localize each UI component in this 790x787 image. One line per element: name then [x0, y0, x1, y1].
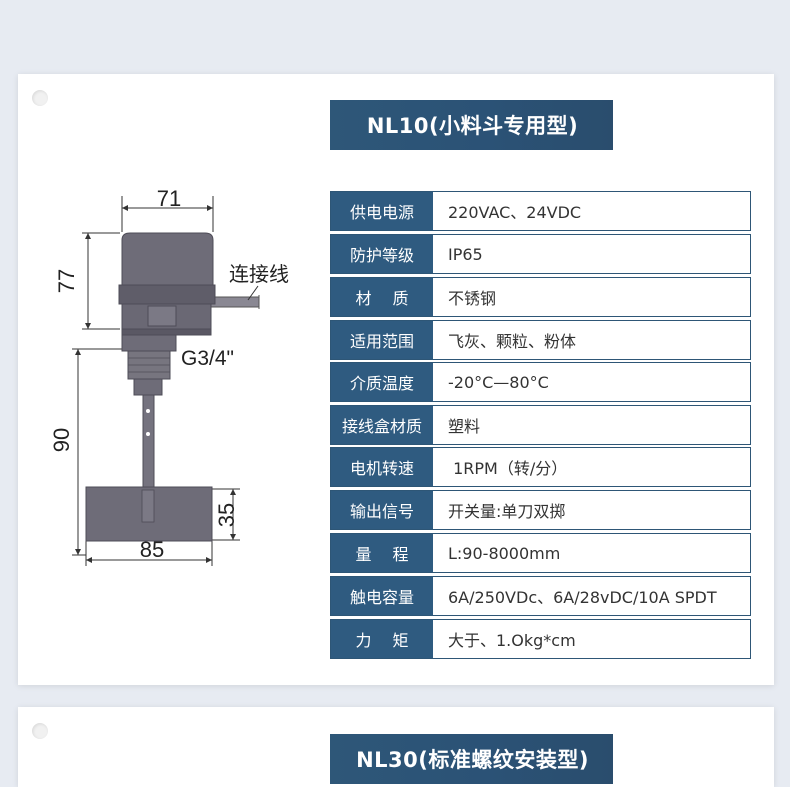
- spec-value: 开关量:单刀双掷: [448, 502, 566, 521]
- dim-shaft: 90: [49, 428, 74, 452]
- dim-paddle-height: 35: [214, 503, 239, 527]
- spec-label: 介质温度: [331, 363, 433, 401]
- spec-value: 大于、1.Okg*cm: [448, 631, 576, 650]
- product-title-nl10: NL10(小料斗专用型): [330, 100, 613, 150]
- spec-value: 220VAC、24VDC: [448, 203, 582, 222]
- spec-label: 量 程: [331, 534, 433, 572]
- spec-row: 触电容量 6A/250VDc、6A/28vDC/10A SPDT: [330, 576, 751, 616]
- spec-row: 接线盒材质 塑料: [330, 405, 751, 445]
- dim-width-top: 71: [157, 186, 181, 211]
- spec-value: L:90-8000mm: [448, 543, 561, 563]
- spec-row: 防护等级 IP65: [330, 234, 751, 274]
- spec-label: 适用范围: [331, 321, 433, 359]
- spec-row: 力 矩 大于、1.Okg*cm: [330, 619, 751, 659]
- spec-row: 适用范围 飞灰、颗粒、粉体: [330, 320, 751, 360]
- spec-value: 1RPM（转/分）: [448, 459, 568, 478]
- decorative-hole-icon: [32, 723, 48, 739]
- dim-height-top: 77: [54, 269, 79, 293]
- spec-value: 不锈钢: [448, 289, 497, 308]
- cable-label: 连接线: [229, 263, 289, 286]
- decorative-hole-icon: [32, 90, 48, 106]
- device-dimension-diagram: 71 77 连接线 G3/4" 90 35 85: [49, 186, 289, 566]
- spec-label: 电机转速: [331, 448, 433, 486]
- spec-row: 电机转速 1RPM（转/分）: [330, 447, 751, 487]
- spec-label: 材 质: [331, 278, 433, 316]
- spec-row: 材 质 不锈钢: [330, 277, 751, 317]
- spec-label: 力 矩: [331, 620, 433, 658]
- spec-value: -20°C—80°C: [448, 372, 549, 392]
- spec-value: IP65: [448, 244, 483, 264]
- spec-row: 输出信号 开关量:单刀双掷: [330, 490, 751, 530]
- spec-label: 触电容量: [331, 577, 433, 615]
- spec-row: 介质温度 -20°C—80°C: [330, 362, 751, 402]
- spec-row: 供电电源 220VAC、24VDC: [330, 191, 751, 231]
- dim-paddle-width: 85: [140, 537, 164, 562]
- spec-label: 供电电源: [331, 192, 433, 230]
- spec-label: 防护等级: [331, 235, 433, 273]
- spec-row: 量 程 L:90-8000mm: [330, 533, 751, 573]
- spec-value: 塑料: [448, 417, 481, 436]
- spec-value: 飞灰、颗粒、粉体: [448, 332, 577, 351]
- spec-label: 输出信号: [331, 491, 433, 529]
- spec-label: 接线盒材质: [331, 406, 433, 444]
- thread-label: G3/4": [181, 347, 234, 370]
- spec-value: 6A/250VDc、6A/28vDC/10A SPDT: [448, 588, 717, 607]
